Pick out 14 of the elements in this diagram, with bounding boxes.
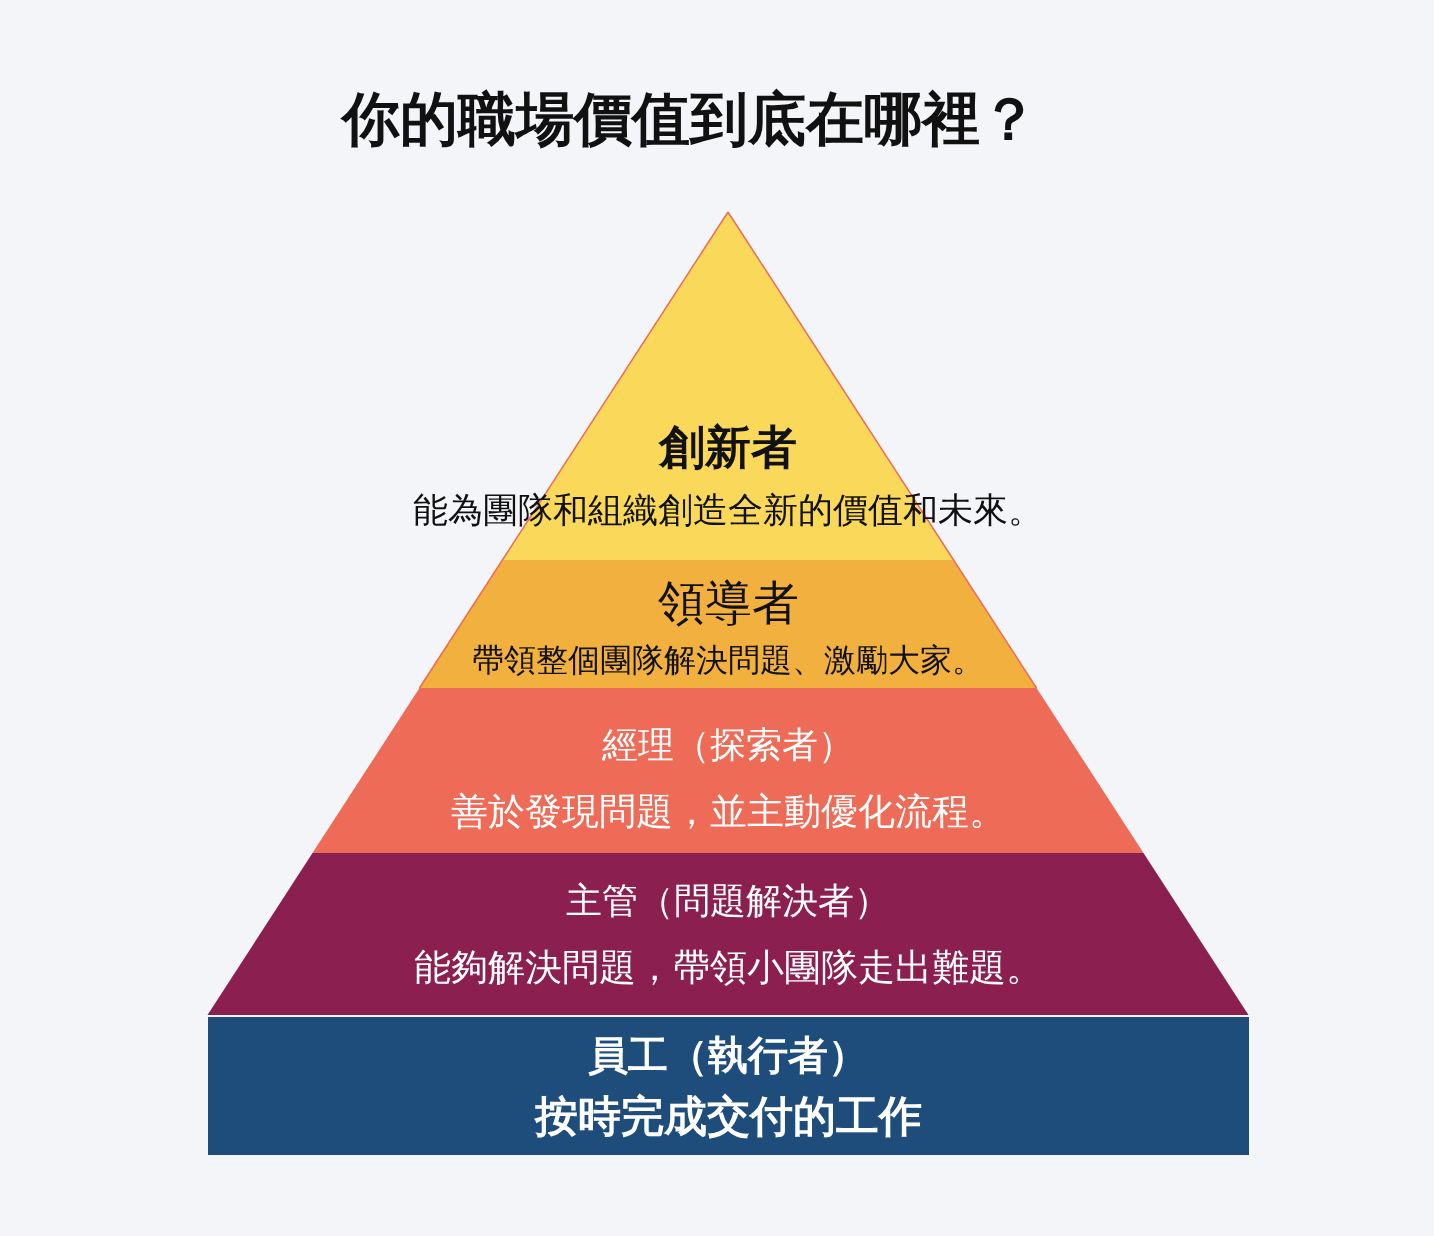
page-title: 你的職場價值到底在哪裡？ — [342, 85, 1038, 155]
tier-description: 帶領整個團隊解決問題、激勵大家。 — [472, 640, 984, 680]
pyramid-tier — [207, 853, 1249, 1015]
tier-description: 善於發現問題，並主動優化流程。 — [450, 789, 1006, 835]
tier-heading: 經理（探索者） — [602, 723, 854, 767]
pyramid-tier — [419, 560, 1037, 688]
tier-description: 能夠解決問題，帶領小團隊走出難題。 — [413, 945, 1043, 991]
tier-heading: 主管（問題解決者） — [566, 879, 890, 923]
tier-heading: 創新者 — [659, 420, 797, 476]
foundation-band — [208, 1017, 1249, 1155]
tier-heading: 領導者 — [657, 574, 799, 632]
tier-heading: 員工（執行者） — [588, 1031, 868, 1079]
pyramid-tier — [312, 688, 1144, 853]
tier-description: 按時完成交付的工作 — [534, 1091, 922, 1143]
